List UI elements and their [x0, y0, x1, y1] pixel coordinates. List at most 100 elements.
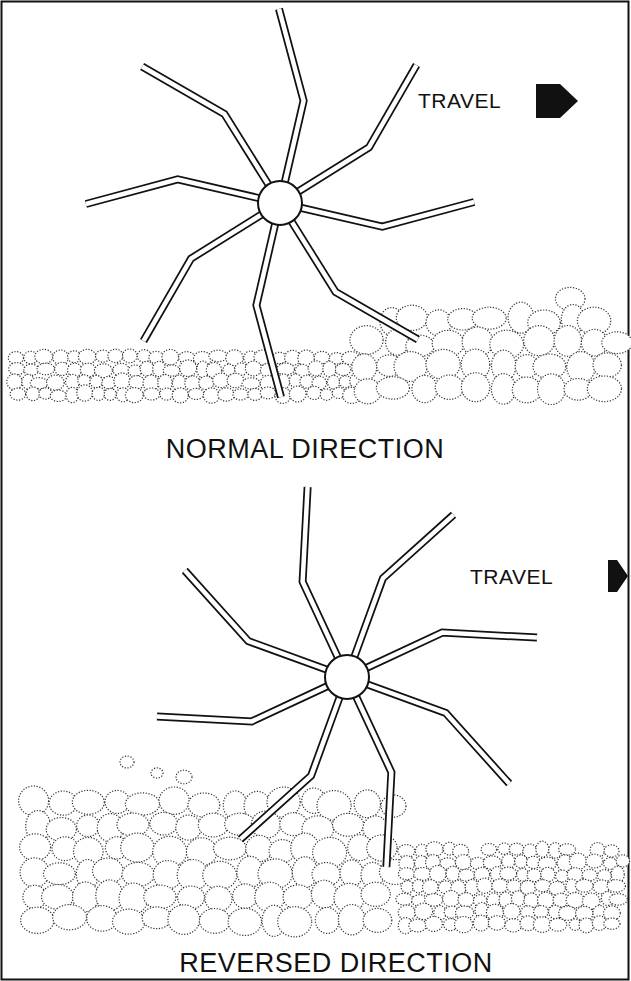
stone — [507, 880, 522, 893]
stone — [559, 844, 576, 855]
stone — [24, 364, 39, 375]
tine-fill — [347, 677, 391, 867]
stone — [205, 886, 232, 911]
stone — [535, 880, 551, 892]
stone — [461, 373, 489, 402]
tine-outline — [256, 203, 281, 397]
stone — [7, 374, 22, 390]
tine-fill — [280, 202, 474, 227]
stone — [283, 885, 313, 910]
stone — [376, 377, 409, 399]
stone — [534, 906, 549, 918]
stone — [123, 349, 138, 363]
travel-label: TRAVEL — [470, 566, 553, 587]
stone — [472, 307, 506, 329]
stone — [233, 884, 258, 908]
stone — [338, 905, 365, 935]
stone — [8, 352, 23, 365]
tine-outline — [347, 677, 391, 867]
stone — [93, 858, 124, 884]
tine-fill — [279, 9, 304, 203]
stone — [144, 388, 160, 400]
stone — [604, 918, 620, 929]
stone — [541, 867, 555, 881]
stone — [527, 869, 541, 882]
tine-fill — [142, 67, 280, 204]
stone — [150, 812, 178, 835]
stone — [214, 837, 247, 860]
stone — [602, 332, 631, 354]
stone — [203, 861, 237, 889]
stone — [19, 786, 49, 816]
stone — [549, 918, 567, 931]
stone — [538, 374, 566, 405]
tine-fill — [347, 633, 537, 677]
stone — [113, 909, 145, 934]
stone — [203, 388, 219, 403]
stone — [430, 865, 447, 882]
stone — [114, 373, 130, 389]
tine-fill — [144, 203, 281, 341]
stone — [477, 878, 492, 893]
tine-outline — [157, 677, 347, 721]
stone — [401, 881, 414, 893]
stone — [218, 388, 235, 401]
stone — [426, 349, 460, 379]
tine-outline — [144, 203, 281, 341]
stone — [505, 919, 522, 932]
stone — [77, 385, 93, 401]
stone — [125, 388, 143, 403]
stone — [72, 790, 104, 814]
stone — [569, 853, 586, 869]
stone — [129, 376, 144, 389]
stone — [44, 863, 76, 885]
stone — [616, 855, 629, 867]
stone — [593, 353, 621, 378]
stone — [609, 894, 627, 905]
stone — [21, 907, 54, 933]
tine-fill — [280, 65, 417, 203]
tine-outline — [347, 633, 537, 677]
stone — [515, 855, 528, 868]
stone — [502, 854, 515, 869]
stone — [473, 915, 489, 931]
stone — [524, 326, 555, 356]
stone — [162, 349, 179, 365]
stone — [9, 363, 25, 375]
tine-fill — [86, 179, 280, 204]
stone — [199, 909, 230, 934]
stone — [277, 363, 295, 375]
stone — [176, 770, 192, 784]
stone — [26, 387, 40, 401]
stone — [533, 917, 551, 933]
tine-fill — [303, 487, 347, 677]
stone — [122, 862, 154, 886]
stone — [582, 869, 597, 880]
travel-label: TRAVEL — [418, 90, 501, 111]
stone — [160, 388, 174, 400]
stone — [481, 844, 497, 856]
stone — [409, 919, 427, 932]
stone — [242, 378, 260, 389]
gravel — [7, 287, 631, 937]
stone — [455, 917, 473, 933]
stone — [500, 867, 517, 880]
hub — [325, 655, 369, 699]
stone — [140, 361, 154, 376]
stone — [503, 904, 520, 920]
stone — [327, 375, 339, 389]
stone — [307, 386, 321, 399]
stone — [77, 815, 100, 837]
stone — [142, 907, 171, 929]
stone — [188, 388, 203, 399]
stone — [567, 352, 595, 383]
stone — [492, 879, 508, 893]
tine-outline — [279, 9, 304, 203]
travel-arrow — [608, 560, 628, 592]
stone — [443, 891, 460, 907]
stone — [315, 907, 339, 933]
stone — [488, 916, 505, 930]
stone — [458, 893, 474, 907]
